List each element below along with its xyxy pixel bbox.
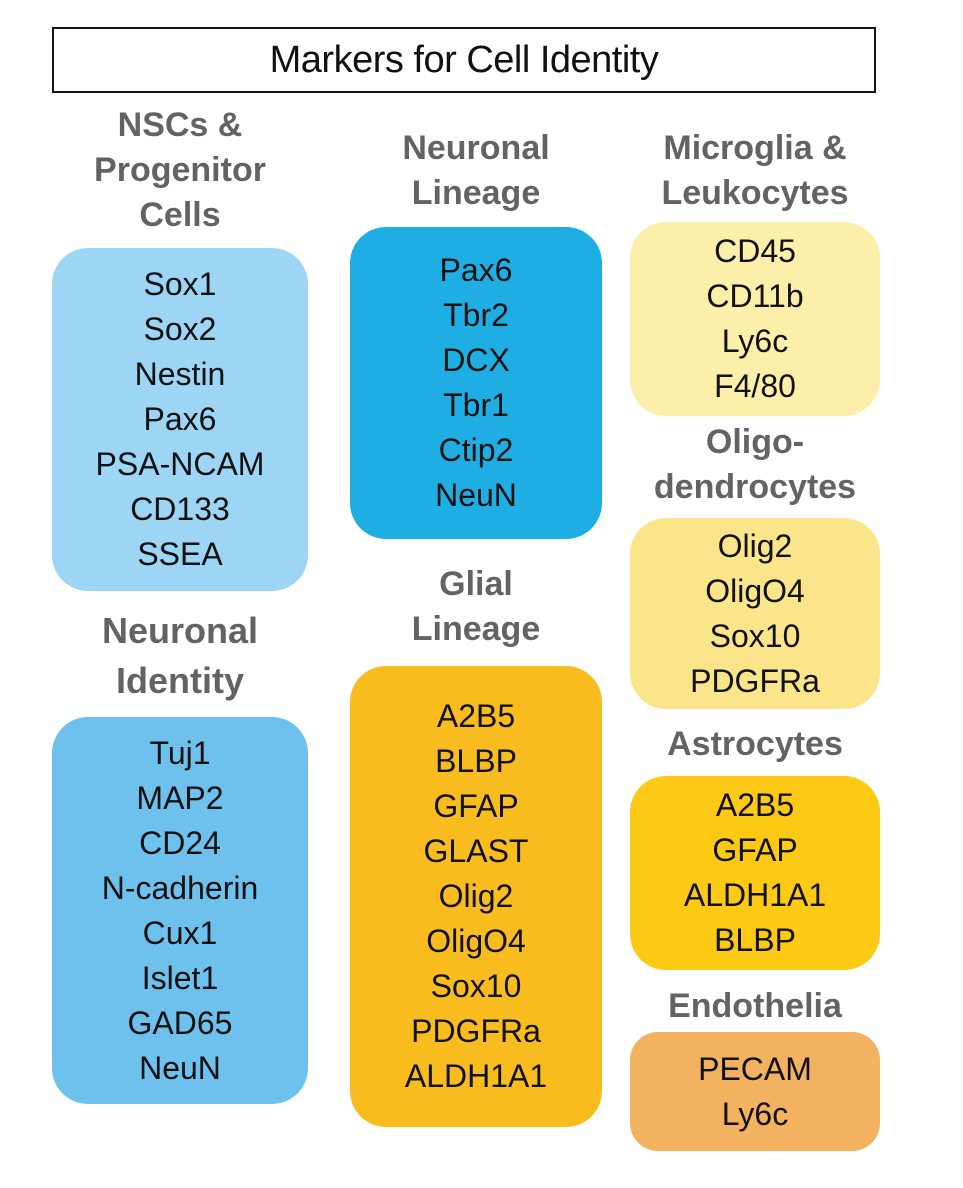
marker-item: Ly6c: [721, 323, 789, 359]
group-heading-line: Neuronal: [101, 610, 259, 651]
marker-item: PSA-NCAM: [95, 446, 265, 482]
marker-item: SSEA: [137, 536, 223, 572]
marker-item: Sox10: [430, 968, 522, 1004]
group-heading-line: Lineage: [411, 174, 541, 212]
marker-item: Pax6: [439, 252, 513, 288]
marker-item: CD133: [130, 491, 230, 527]
group-heading-line: Glial: [439, 565, 513, 603]
marker-item: BLBP: [435, 743, 517, 779]
group-heading-line: Neuronal: [402, 129, 550, 167]
group-heading-line: Endothelia: [668, 987, 842, 1025]
marker-item: A2B5: [436, 698, 516, 734]
marker-item: GFAP: [712, 832, 798, 868]
marker-item: ALDH1A1: [683, 877, 827, 913]
group-heading-line: Microglia &: [663, 129, 847, 167]
marker-item: Islet1: [141, 959, 219, 996]
marker-item: GAD65: [127, 1004, 233, 1041]
group-heading-oli: Oligo-dendrocytes: [630, 420, 880, 510]
marker-item: OligO4: [705, 572, 805, 609]
marker-item: N-cadherin: [101, 869, 259, 906]
marker-item: PDGFRa: [411, 1013, 541, 1049]
group-heading-line: Leukocytes: [661, 174, 849, 212]
marker-item: CD45: [714, 233, 796, 269]
marker-item: Nestin: [134, 356, 226, 392]
marker-item: DCX: [442, 342, 510, 378]
marker-item: Tuj1: [149, 734, 211, 771]
diagram-title: Markers for Cell Identity: [269, 38, 659, 81]
group-heading-line: Cells: [139, 196, 221, 234]
marker-item: Olig2: [438, 878, 514, 914]
marker-item: Sox2: [143, 311, 217, 347]
group-heading-line: Identity: [115, 660, 244, 701]
group-heading-mic: Microglia & Leukocytes: [630, 126, 880, 216]
group-heading-line: Lineage: [411, 610, 541, 648]
marker-item: Cux1: [142, 914, 218, 951]
marker-item: F4/80: [714, 368, 796, 404]
group-heading-line: NSCs &: [117, 106, 243, 144]
marker-item: OligO4: [426, 923, 526, 959]
marker-item: Pax6: [143, 401, 217, 437]
marker-item: MAP2: [136, 779, 224, 816]
group-heading-line: Astrocytes: [667, 725, 843, 763]
marker-item: A2B5: [715, 787, 795, 823]
marker-item: CD24: [139, 824, 221, 861]
title-box: Markers for Cell Identity: [52, 27, 876, 93]
marker-box-end: PECAM Ly6c: [630, 1032, 880, 1151]
marker-item: Ctip2: [438, 432, 514, 468]
marker-item: GFAP: [433, 788, 519, 824]
group-heading-ast: Astrocytes: [630, 722, 880, 767]
marker-item: ALDH1A1: [404, 1058, 548, 1094]
group-heading-line: Oligo-: [705, 423, 805, 461]
marker-item: Tbr1: [443, 387, 509, 423]
marker-item: Sox10: [709, 617, 801, 654]
marker-item: Sox1: [143, 266, 217, 302]
marker-item: Ly6c: [721, 1095, 789, 1132]
marker-item: NeuN: [435, 477, 517, 513]
marker-item: CD11b: [706, 278, 804, 314]
marker-item: Tbr2: [443, 297, 509, 333]
marker-item: PDGFRa: [690, 662, 820, 699]
marker-item: GLAST: [423, 833, 529, 869]
group-heading-line: dendrocytes: [653, 468, 857, 506]
group-heading-line: Progenitor: [94, 151, 266, 189]
marker-item: Olig2: [717, 527, 793, 564]
marker-item: BLBP: [714, 922, 796, 958]
group-heading-end: Endothelia: [630, 984, 880, 1029]
marker-item: PECAM: [698, 1050, 812, 1087]
marker-item: NeuN: [139, 1049, 221, 1086]
